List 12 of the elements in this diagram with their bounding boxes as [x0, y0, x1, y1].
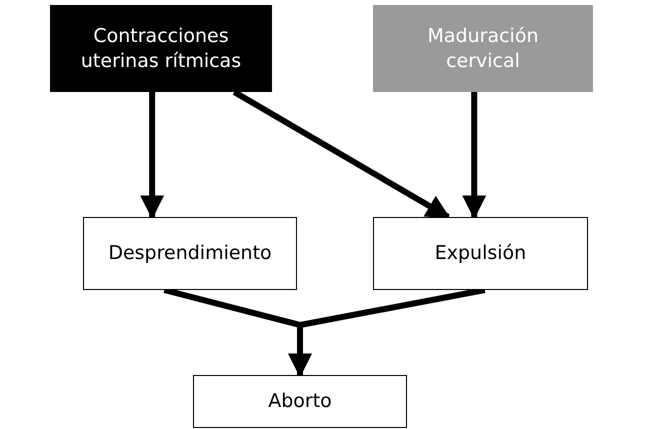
process-box	[50, 5, 272, 92]
box-label: Aborto	[267, 389, 333, 414]
process-box	[373, 5, 593, 92]
arrow	[462, 92, 486, 220]
box-label: Desprendimiento	[107, 241, 273, 266]
box-label: Contracciones uterinas rítmicas	[80, 24, 242, 74]
process-box	[83, 217, 297, 290]
box-label: Expulsión	[434, 241, 528, 266]
process-box	[193, 375, 407, 428]
arrow	[140, 92, 164, 220]
box-label: Maduración cervical	[426, 24, 540, 74]
process-box	[373, 217, 588, 290]
